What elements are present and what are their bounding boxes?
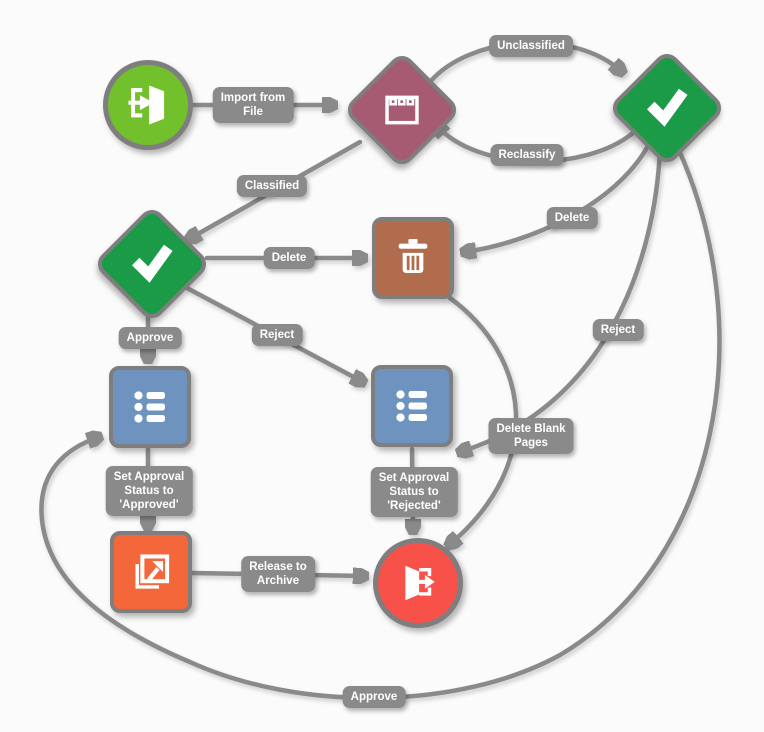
node-delete-documents[interactable] (372, 217, 454, 299)
trash-icon (390, 235, 436, 281)
document-pages-icon (379, 87, 425, 133)
edge-label-delete-blank-pages: Delete Blank Pages (488, 417, 574, 455)
edge-label-reclassify: Reclassify (490, 143, 564, 167)
node-classify[interactable] (342, 50, 462, 170)
edge-label-set-rejected: Set Approval Status to 'Rejected' (370, 466, 458, 518)
node-release[interactable] (110, 531, 192, 613)
node-index-rejected[interactable] (371, 365, 453, 447)
exit-door-icon (395, 560, 441, 606)
edge-label-reject-left: Reject (251, 323, 303, 347)
node-import-start[interactable] (103, 60, 193, 150)
edge-label-unclassified: Unclassified (489, 34, 573, 58)
edge-label-reject-right: Reject (592, 318, 644, 342)
edge-label-approve-bottom: Approve (342, 685, 406, 709)
import-door-icon (125, 82, 171, 128)
node-index-approved[interactable] (109, 366, 191, 448)
edge-label-import-from-file: Import from File (212, 86, 294, 124)
edge-label-classified: Classified (236, 174, 308, 198)
checkmark-icon (127, 239, 177, 289)
checkmark-icon (642, 83, 692, 133)
list-icon (127, 384, 173, 430)
list-icon (389, 383, 435, 429)
edge-label-delete-left: Delete (263, 246, 315, 270)
node-verify-left[interactable] (92, 204, 212, 324)
edge-delete-blank-pages (449, 295, 519, 545)
edge-reject-right (460, 147, 663, 452)
export-image-icon (128, 549, 174, 595)
edge-label-release-to-archive: Release to Archive (241, 555, 315, 593)
edge-label-approve-left: Approve (118, 326, 182, 350)
node-verify-top-right[interactable] (607, 48, 727, 168)
edge-label-delete-right: Delete (546, 206, 598, 230)
edge-label-set-approved: Set Approval Status to 'Approved' (105, 465, 193, 517)
node-archive-exit[interactable] (373, 538, 463, 628)
